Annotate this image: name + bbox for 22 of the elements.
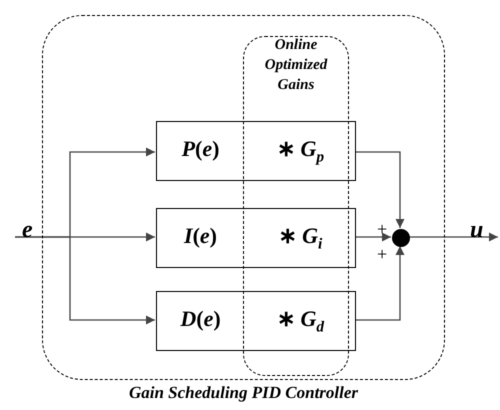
function-term: D(e) [179, 306, 222, 332]
gain-term: ∗ G$_{p}$ [276, 136, 326, 168]
arrow [15, 236, 155, 324]
sign-label: + [377, 220, 388, 238]
gain-term: ∗ G$_{d}$ [276, 306, 326, 338]
process-box [156, 121, 356, 181]
column-title: Online Optimized Gains [264, 36, 328, 95]
process-box [156, 291, 356, 351]
signal-label: e [22, 218, 33, 242]
process-box [156, 208, 356, 268]
arrow [355, 246, 404, 321]
dashed-column-frame [243, 36, 349, 376]
arrow [409, 232, 498, 242]
function-term: P(e) [180, 136, 220, 162]
function-term: I(e) [182, 223, 218, 249]
arrow [355, 232, 391, 242]
summing-junction [392, 229, 410, 247]
group-title: Gain Scheduling PID Controller [128, 383, 360, 403]
sign-label: + [377, 245, 388, 263]
arrow [355, 151, 404, 228]
signal-label: u [470, 218, 484, 242]
gain-term: ∗ G$_{i}$ [278, 223, 324, 254]
